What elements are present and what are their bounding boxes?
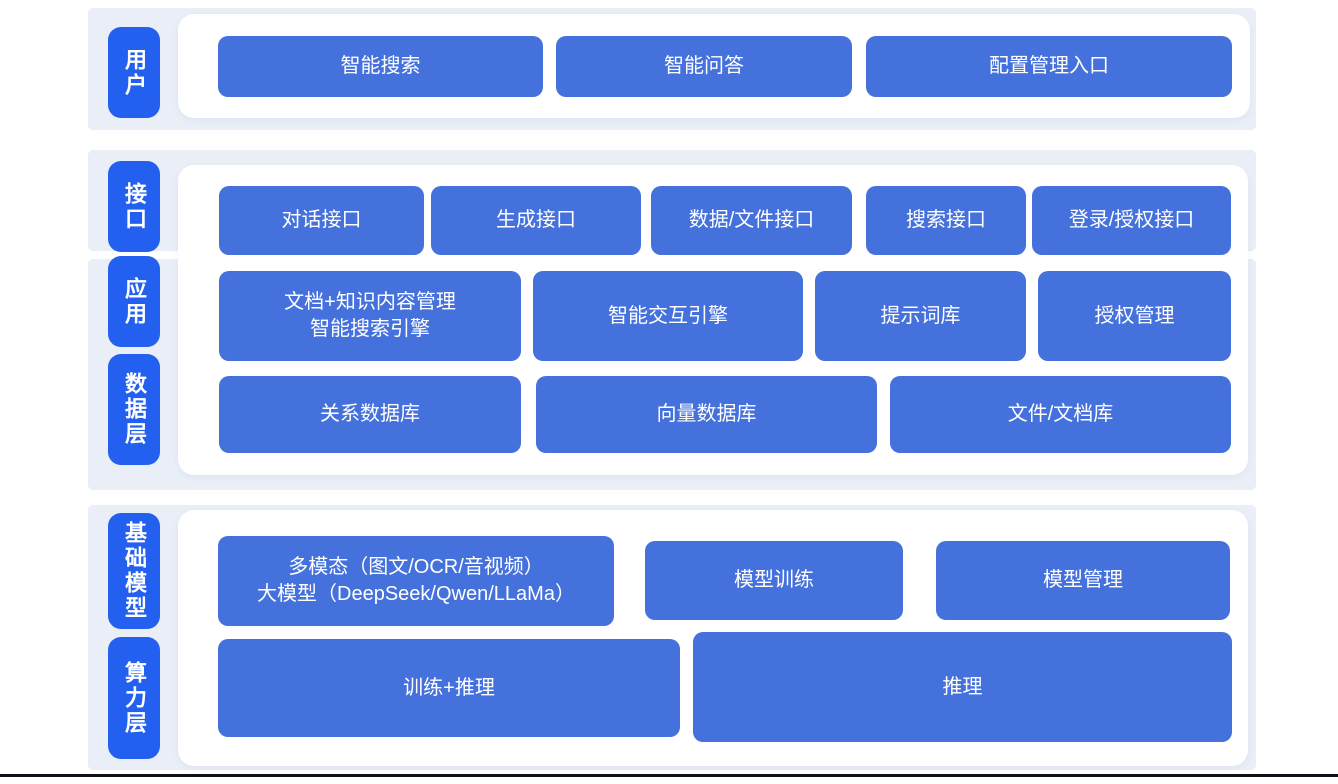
box-doc-knowledge-search-engine: 文档+知识内容管理 智能搜索引擎 xyxy=(219,271,521,361)
user-layer-label: 用户 xyxy=(108,27,160,118)
interface-layer-label: 接口 xyxy=(108,161,160,252)
box-config-management-entry: 配置管理入口 xyxy=(866,36,1232,97)
box-model-training: 模型训练 xyxy=(645,541,903,620)
box-relational-database: 关系数据库 xyxy=(219,376,521,453)
box-file-document-store: 文件/文档库 xyxy=(890,376,1231,453)
application-layer-label: 应用 xyxy=(108,256,160,347)
bottom-divider-line xyxy=(0,774,1338,777)
box-data-file-interface: 数据/文件接口 xyxy=(651,186,852,255)
box-smart-interaction-engine: 智能交互引擎 xyxy=(533,271,803,361)
box-dialog-interface: 对话接口 xyxy=(219,186,424,255)
box-inference: 推理 xyxy=(693,632,1232,742)
box-search-interface: 搜索接口 xyxy=(866,186,1026,255)
compute-layer-label: 算力层 xyxy=(108,637,160,759)
data-layer-label: 数据层 xyxy=(108,354,160,465)
foundation-model-layer-label: 基础模型 xyxy=(108,513,160,629)
box-login-auth-interface: 登录/授权接口 xyxy=(1032,186,1231,255)
box-smart-qa: 智能问答 xyxy=(556,36,852,97)
box-vector-database: 向量数据库 xyxy=(536,376,877,453)
box-prompt-library: 提示词库 xyxy=(815,271,1026,361)
box-generation-interface: 生成接口 xyxy=(431,186,641,255)
box-smart-search: 智能搜索 xyxy=(218,36,543,97)
box-multimodal-large-model: 多模态（图文/OCR/音视频） 大模型（DeepSeek/Qwen/LLaMa） xyxy=(218,536,614,626)
box-model-management: 模型管理 xyxy=(936,541,1230,620)
box-auth-management: 授权管理 xyxy=(1038,271,1231,361)
box-training-plus-inference: 训练+推理 xyxy=(218,639,680,737)
